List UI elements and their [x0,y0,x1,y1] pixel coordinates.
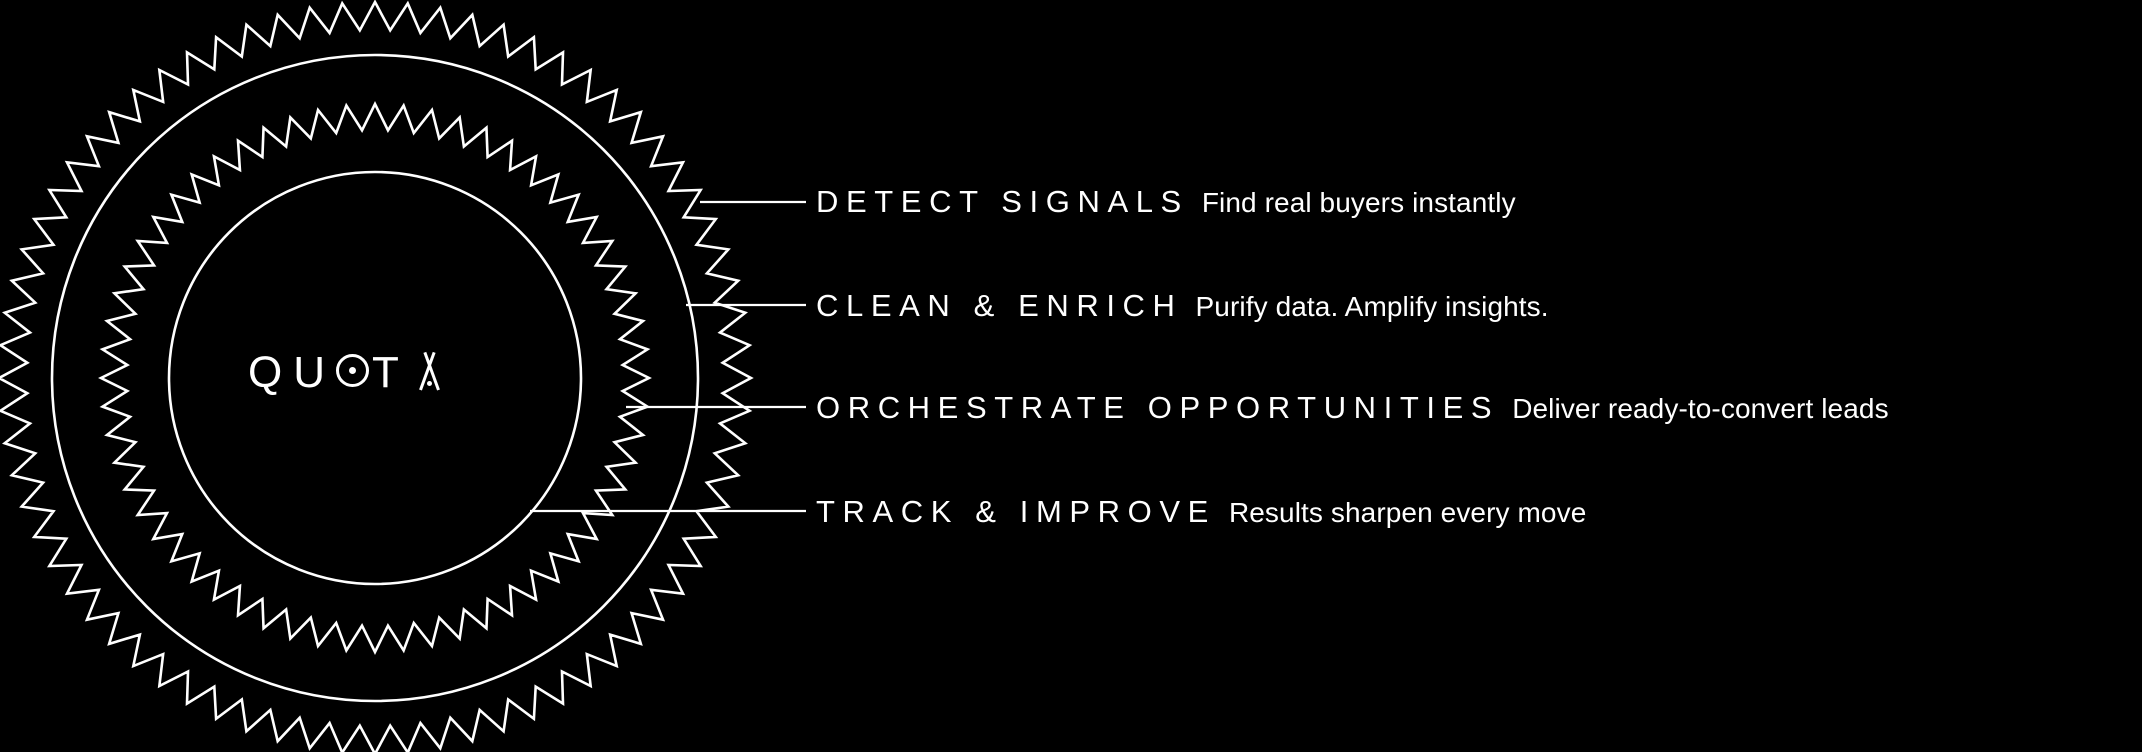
connectors-group [530,200,806,513]
feature-row-clean-enrich[interactable]: CLEAN & ENRICH Purify data. Amplify insi… [816,290,1549,321]
feature-description-orchestrate-opportunities: Deliver ready-to-convert leads [1512,393,1889,424]
outer-circle-ring [50,53,700,703]
feature-row-detect-signals[interactable]: DETECT SIGNALS Find real buyers instantl… [816,186,1516,217]
inner-zigzag-ring [98,101,652,655]
feature-description-track-improve: Results sharpen every move [1228,497,1587,528]
feature-row-orchestrate-opportunities[interactable]: ORCHESTRATE OPPORTUNITIES Deliver ready-… [816,392,1889,423]
rings-group [0,0,754,752]
feature-title-track-improve: TRACK & IMPROVE [816,494,1216,529]
feature-description-detect-signals: Find real buyers instantly [1201,187,1516,218]
inner-circle-ring [167,170,583,586]
feature-row-track-improve[interactable]: TRACK & IMPROVE Results sharpen every mo… [816,496,1586,527]
feature-title-detect-signals: DETECT SIGNALS [816,184,1189,219]
feature-title-orchestrate-opportunities: ORCHESTRATE OPPORTUNITIES [816,390,1500,425]
feature-description-clean-enrich: Purify data. Amplify insights. [1195,291,1549,322]
feature-title-clean-enrich: CLEAN & ENRICH [816,288,1183,323]
outer-zigzag-ring [0,0,754,752]
